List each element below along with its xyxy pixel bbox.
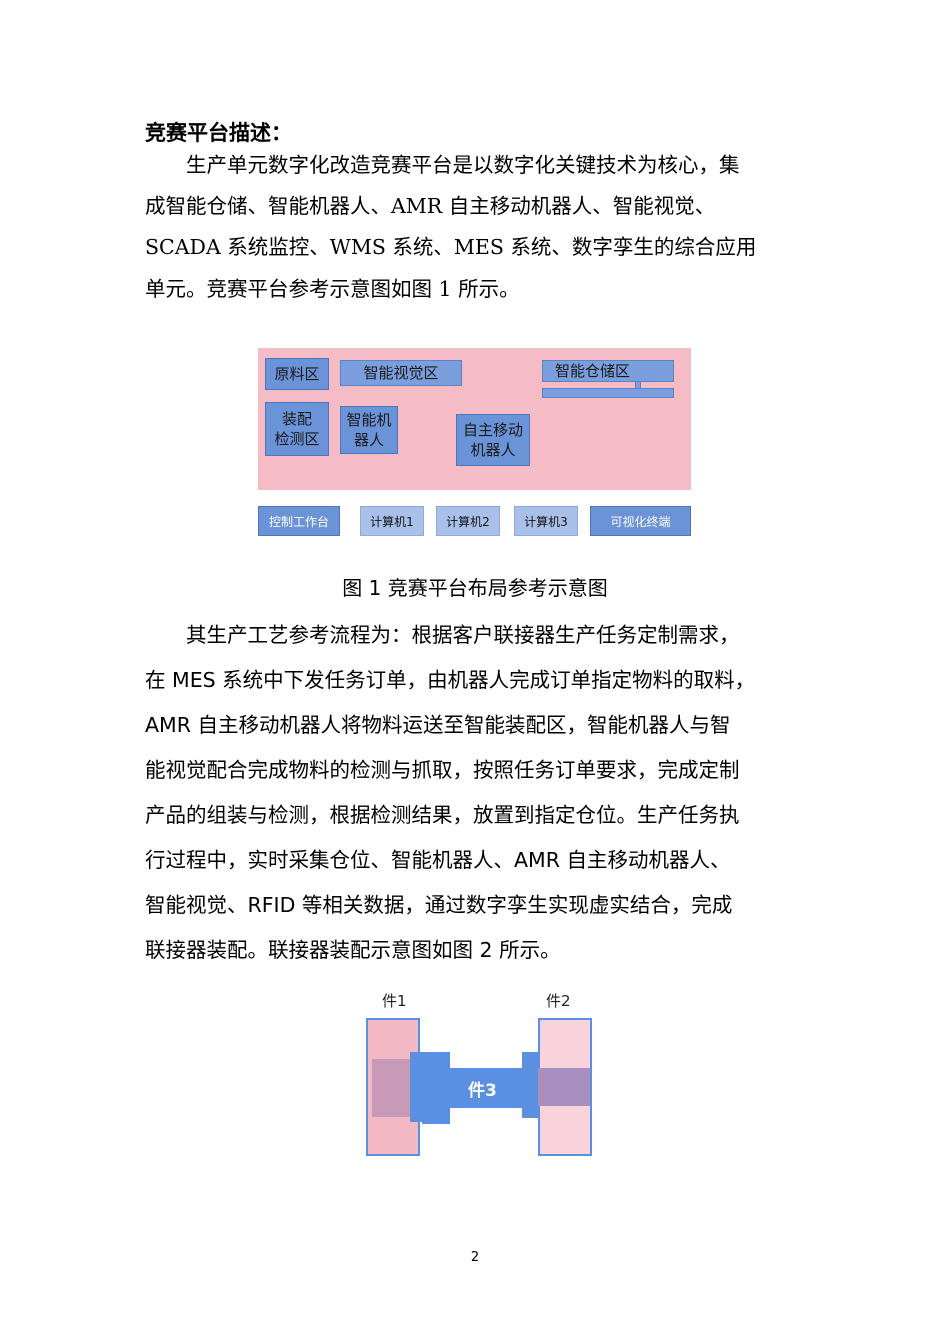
part-3-label: 件3 — [468, 1081, 497, 1101]
computer-1-box: 计算机1 — [360, 506, 424, 536]
part-2-insert — [538, 1068, 590, 1106]
computer-3-label: 计算机3 — [524, 514, 568, 529]
paragraph-line: 成智能仓储、智能机器人、AMR 自主移动机器人、智能视觉、 — [145, 194, 716, 218]
computer-2-label: 计算机2 — [446, 514, 490, 529]
paragraph-line: SCADA 系统监控、WMS 系统、MES 系统、数字孪生的综合应用 — [145, 235, 757, 259]
vision-zone-label: 智能视觉区 — [363, 364, 439, 382]
storage-zone: 智能仓储区 — [542, 360, 674, 382]
robot-zone: 智能机 器人 — [340, 406, 398, 454]
amr-label-line1: 自主移动 — [462, 421, 523, 439]
raw-material-zone: 原料区 — [265, 358, 329, 390]
vision-zone: 智能视觉区 — [340, 360, 462, 386]
paragraph-line: 行过程中，实时采集仓位、智能机器人、AMR 自主移动机器人、 — [145, 848, 731, 872]
computer-2-box: 计算机2 — [436, 506, 500, 536]
connector-left-head — [422, 1052, 450, 1124]
storage-shelf-bar — [542, 388, 674, 398]
part-1-label: 件1 — [382, 992, 407, 1010]
paragraph-line: 在 MES 系统中下发任务订单，由机器人完成订单指定物料的取料， — [145, 668, 756, 692]
amr-label-line2: 机器人 — [470, 441, 516, 459]
assembly-label-line1: 装配 — [281, 410, 312, 428]
visual-terminal-label: 可视化终端 — [610, 514, 671, 529]
page-number: 2 — [470, 1250, 480, 1265]
storage-shelf-post — [635, 381, 641, 389]
paragraph-line: 其生产工艺参考流程为：根据客户联接器生产任务定制需求， — [145, 623, 740, 647]
robot-label-line1: 智能机 — [346, 411, 392, 429]
part-2-label: 件2 — [546, 992, 571, 1010]
figure-1-caption: 图 1 竞赛平台布局参考示意图 — [342, 576, 608, 600]
computer-3-box: 计算机3 — [514, 506, 578, 536]
console-box: 控制工作台 — [258, 506, 340, 536]
part-3-shaft — [450, 1068, 522, 1108]
raw-material-label: 原料区 — [274, 365, 320, 383]
part-1-insert — [372, 1059, 410, 1117]
paragraph-line: 能视觉配合完成物料的检测与抓取，按照任务订单要求，完成定制 — [145, 758, 740, 782]
platform-layout-diagram: 原料区 智能视觉区 智能仓储区 装配 检测区 智能机 器人 自主移动 机器人 — [258, 348, 692, 538]
console-label: 控制工作台 — [268, 514, 329, 529]
paragraph-line: 产品的组装与检测，根据检测结果，放置到指定仓位。生产任务执 — [145, 803, 740, 827]
paragraph-line: 智能视觉、RFID 等相关数据，通过数字孪生实现虚实结合，完成 — [145, 893, 733, 917]
connector-assembly-diagram: 件1 件2 件3 — [364, 990, 594, 1160]
computer-1-label: 计算机1 — [370, 514, 414, 529]
robot-label-line2: 器人 — [353, 431, 384, 449]
paragraph-line: 生产单元数字化改造竞赛平台是以数字化关键技术为核心，集 — [145, 153, 740, 177]
paragraph-line: 联接器装配。联接器装配示意图如图 2 所示。 — [145, 938, 561, 962]
connector-right-head — [522, 1052, 538, 1118]
storage-zone-label: 智能仓储区 — [555, 362, 631, 380]
visual-terminal-box: 可视化终端 — [590, 506, 691, 536]
assembly-label-line2: 检测区 — [274, 430, 320, 448]
amr-robot-zone: 自主移动 机器人 — [456, 414, 530, 466]
section-heading: 竞赛平台描述： — [145, 121, 292, 145]
part-1-flange — [410, 1052, 422, 1122]
paragraph-line: 单元。竞赛平台参考示意图如图 1 所示。 — [145, 277, 520, 301]
paragraph-line: AMR 自主移动机器人将物料运送至智能装配区，智能机器人与智 — [145, 713, 731, 737]
assembly-inspection-zone: 装配 检测区 — [265, 402, 329, 456]
